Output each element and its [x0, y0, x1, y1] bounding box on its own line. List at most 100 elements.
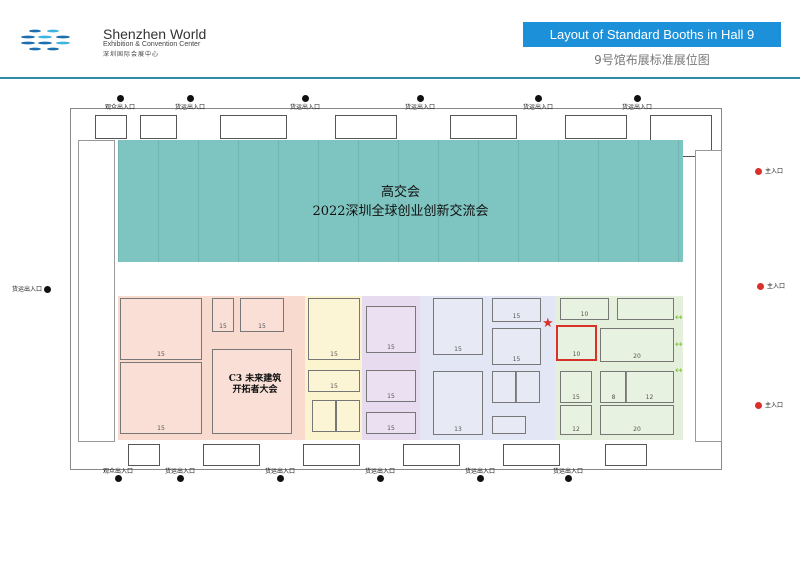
- gate-label: 货运出入口: [264, 468, 295, 475]
- left-wing: [78, 140, 115, 442]
- main-entrance[interactable]: 主入口: [755, 166, 783, 175]
- booth[interactable]: 15: [366, 306, 416, 353]
- booth-area-label: 15: [454, 346, 462, 353]
- gate-bottom[interactable]: 观众出入口: [93, 466, 143, 482]
- booth[interactable]: 10: [560, 298, 609, 320]
- gate-marker-icon: [114, 475, 122, 482]
- booth-area-label: 15: [330, 351, 338, 358]
- gate-top[interactable]: 货运出入口: [165, 95, 215, 111]
- booth[interactable]: [492, 371, 517, 403]
- booth[interactable]: 15: [308, 298, 360, 360]
- booth[interactable]: [617, 298, 674, 320]
- gate-top[interactable]: 观众出入口: [95, 95, 145, 111]
- booth[interactable]: [515, 371, 540, 403]
- booth-area-label: 15: [258, 323, 266, 330]
- gate-marker-icon: [301, 95, 309, 102]
- logo-name: Shenzhen World: [103, 26, 207, 42]
- gate-marker-icon: [564, 475, 572, 482]
- booth-area-label: 15: [330, 383, 338, 390]
- double-arrow-icon: ↔: [675, 313, 683, 323]
- gate-marker-icon: [186, 95, 194, 102]
- booth[interactable]: 15: [308, 370, 360, 392]
- booth[interactable]: 15: [212, 298, 234, 332]
- c3-label-line1: C3 未来建筑: [228, 374, 282, 384]
- booth[interactable]: 20: [600, 328, 674, 362]
- gate-bottom[interactable]: 货运出入口: [155, 466, 205, 482]
- booth-area-label: 15: [512, 356, 521, 363]
- gate-label: 货运出入口: [522, 104, 553, 111]
- booth-area-label: 15: [387, 344, 395, 351]
- gate-label: 货运出入口: [364, 468, 395, 475]
- booth[interactable]: 15: [240, 298, 284, 332]
- booth[interactable]: 8: [600, 371, 627, 403]
- service-block: [503, 444, 560, 466]
- zone-pink: [118, 296, 305, 440]
- main-exhibition-area: [118, 140, 683, 262]
- booth-area-label: 10: [572, 351, 581, 358]
- gate-left[interactable]: 货运出入口: [12, 284, 51, 293]
- booth[interactable]: 15: [366, 412, 416, 434]
- booth[interactable]: [312, 400, 336, 432]
- booth-area-label: 12: [645, 394, 654, 401]
- booth-area-label: 20: [633, 353, 641, 360]
- gate-top[interactable]: 货运出入口: [612, 95, 662, 111]
- service-block: [95, 115, 127, 139]
- booth-area-label: 12: [572, 426, 580, 433]
- gate-label: 主入口: [765, 402, 784, 409]
- booth[interactable]: 15: [560, 371, 592, 403]
- booth[interactable]: [336, 400, 360, 432]
- main-entrance[interactable]: 主入口: [755, 400, 783, 409]
- highlighted-booth[interactable]: 10: [556, 325, 597, 361]
- right-wing: [695, 150, 722, 442]
- double-arrow-icon: ↔: [675, 340, 683, 350]
- gate-marker-icon: [43, 286, 51, 293]
- logo-chinese: 深圳国际会展中心: [103, 51, 160, 58]
- booth[interactable]: [492, 416, 526, 434]
- gate-marker-icon: [116, 95, 124, 102]
- booth-area-label: 13: [454, 426, 462, 433]
- booth-area-label: 15: [157, 425, 165, 432]
- gate-top[interactable]: 货运出入口: [280, 95, 330, 111]
- booth[interactable]: 15: [492, 298, 541, 322]
- gate-marker-icon: [476, 475, 484, 482]
- entrance-marker-icon: [755, 402, 762, 409]
- main-entrance[interactable]: 主入口: [757, 281, 785, 290]
- logo-icon: [21, 29, 70, 51]
- zone-purple: [362, 296, 420, 440]
- booth[interactable]: 12: [560, 405, 592, 435]
- booth[interactable]: 15: [120, 362, 202, 434]
- booth-area-label: 15: [387, 425, 395, 432]
- service-block: [565, 115, 627, 139]
- star-marker-icon: ★: [542, 316, 554, 331]
- service-block: [605, 444, 647, 466]
- booth[interactable]: 20: [600, 405, 674, 435]
- zone-yellow: [305, 296, 362, 440]
- booth[interactable]: 15: [492, 328, 541, 365]
- gate-top[interactable]: 货运出入口: [395, 95, 445, 111]
- gate-label: 主入口: [765, 168, 784, 175]
- gate-bottom[interactable]: 货运出入口: [543, 466, 593, 482]
- service-block: [140, 115, 177, 139]
- header-divider: [0, 77, 800, 79]
- booth-area-label: 15: [157, 351, 165, 358]
- gate-bottom[interactable]: 货运出入口: [455, 466, 505, 482]
- gate-marker-icon: [416, 95, 424, 102]
- double-arrow-icon: ↔: [675, 366, 683, 376]
- gate-label: 主入口: [767, 283, 786, 290]
- booth[interactable]: 12: [625, 371, 674, 403]
- booth-area-label: 10: [580, 311, 589, 318]
- main-area-name: 高交会: [380, 185, 420, 200]
- gate-top[interactable]: 货运出入口: [513, 95, 563, 111]
- gate-bottom[interactable]: 货运出入口: [255, 466, 305, 482]
- gate-marker-icon: [534, 95, 542, 102]
- gate-bottom[interactable]: 货运出入口: [355, 466, 405, 482]
- booth[interactable]: 13: [433, 371, 483, 435]
- entrance-marker-icon: [757, 283, 764, 290]
- c3-booth[interactable]: [212, 349, 292, 434]
- booth[interactable]: 15: [433, 298, 483, 355]
- booth[interactable]: 15: [120, 298, 202, 360]
- booth-area-label: 15: [512, 313, 521, 320]
- booth-area-label: 15: [572, 394, 580, 401]
- gate-label: 货运出入口: [404, 104, 435, 111]
- booth[interactable]: 15: [366, 370, 416, 402]
